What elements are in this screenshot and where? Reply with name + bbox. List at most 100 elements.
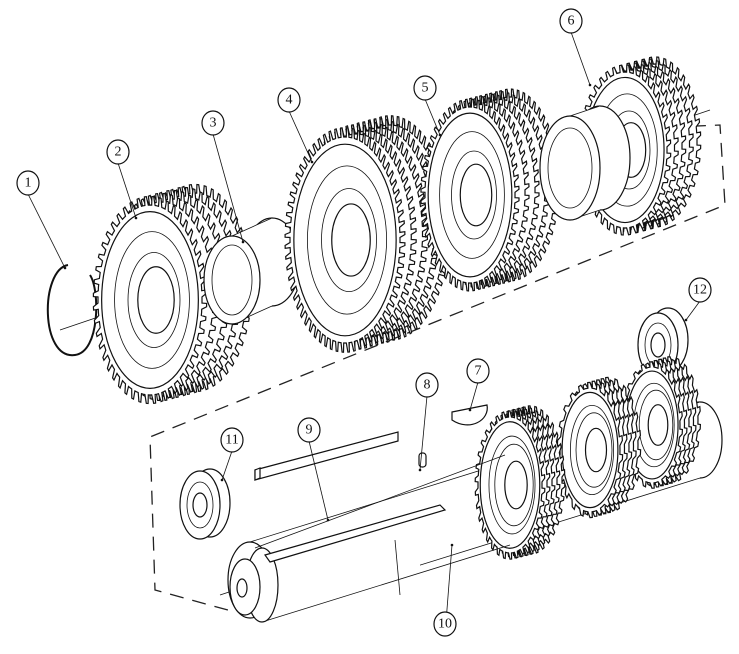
callout-circle xyxy=(559,8,583,34)
hub-bore xyxy=(547,127,593,209)
gear-bore xyxy=(331,203,371,277)
callout-circle xyxy=(220,427,244,453)
spacer-bore xyxy=(211,244,253,316)
leader-dot xyxy=(450,543,454,547)
leader-dot xyxy=(588,83,592,87)
callout-7: 7 xyxy=(466,358,490,384)
gear-4 xyxy=(284,115,451,353)
shaft-body-front xyxy=(245,530,420,625)
cylinder-front xyxy=(539,115,601,221)
bearing-inner xyxy=(192,492,208,518)
gear-ring xyxy=(570,404,615,496)
woodruff-key-7 xyxy=(451,404,488,426)
gear-hub xyxy=(451,150,497,240)
bearing-11 xyxy=(179,468,231,540)
callout-6: 6 xyxy=(559,8,583,34)
shaft-edge xyxy=(254,454,506,549)
shaft-center-hole xyxy=(236,578,248,598)
callout-circle xyxy=(433,611,457,637)
edge xyxy=(569,105,601,117)
callout-label: 1 xyxy=(25,176,32,191)
key-9-end xyxy=(254,467,261,481)
gear-5 xyxy=(420,88,560,292)
leader-line-4 xyxy=(288,110,313,163)
gear-ring xyxy=(439,131,505,259)
gear-hub xyxy=(321,188,377,292)
leader-line-1 xyxy=(27,193,66,269)
edge xyxy=(231,217,273,237)
bearing-balls xyxy=(186,481,214,529)
parts xyxy=(46,56,723,625)
leader-dot xyxy=(326,518,330,522)
callout-1: 1 xyxy=(16,170,40,196)
callout-circle xyxy=(413,75,437,101)
callout-2: 2 xyxy=(106,139,130,165)
leader-dot xyxy=(134,216,138,220)
leader-line-2 xyxy=(117,162,137,219)
callout-8: 8 xyxy=(415,372,439,398)
leader-line-8 xyxy=(419,395,428,471)
callout-circle xyxy=(201,110,225,136)
leader-dot xyxy=(310,160,314,164)
leader-line-6 xyxy=(570,31,591,86)
leader-dot xyxy=(438,133,442,137)
leader-dot xyxy=(220,478,224,482)
leader-dot xyxy=(468,408,472,412)
callout-3: 3 xyxy=(201,110,225,136)
callout-circle xyxy=(16,170,40,196)
callout-label: 4 xyxy=(286,93,293,108)
callout-circle xyxy=(297,417,321,443)
keyway xyxy=(264,504,447,563)
leader-line-9 xyxy=(308,440,329,521)
callout-11: 11 xyxy=(220,427,244,453)
gear-ring xyxy=(488,435,536,535)
leader-dot xyxy=(241,240,245,244)
callout-5: 5 xyxy=(413,75,437,101)
callout-10: 10 xyxy=(433,611,457,637)
cylinder-front xyxy=(203,235,261,325)
callout-label: 7 xyxy=(475,364,482,379)
leader-line-11 xyxy=(221,450,233,481)
callout-label: 12 xyxy=(693,283,707,298)
callout-label: 10 xyxy=(438,617,452,632)
gear-ring xyxy=(114,231,190,369)
callout-label: 8 xyxy=(424,378,431,393)
callout-circle xyxy=(106,139,130,165)
spacer-3 xyxy=(203,217,301,325)
shaft-gear-a xyxy=(474,405,566,560)
key-9 xyxy=(254,431,399,481)
callout-circle xyxy=(466,358,490,384)
bearing-12 xyxy=(637,307,689,378)
shaft-gear-b xyxy=(556,376,642,519)
leader-lines xyxy=(27,31,701,636)
leader-line-3 xyxy=(212,133,244,243)
gear-bore xyxy=(137,266,175,334)
bearing-inner xyxy=(650,332,666,358)
gear-hub xyxy=(575,412,613,488)
callout-9: 9 xyxy=(297,417,321,443)
pin-8 xyxy=(418,452,427,468)
leader-dot xyxy=(418,468,422,472)
hub-6 xyxy=(539,105,631,221)
gear-bore xyxy=(459,163,493,227)
leader-line-5 xyxy=(424,98,441,136)
callout-4: 4 xyxy=(277,87,301,113)
callout-label: 11 xyxy=(225,433,238,448)
retaining-ring xyxy=(46,264,98,357)
gear-2 xyxy=(92,183,253,405)
callout-12: 12 xyxy=(688,277,712,303)
gear-hub xyxy=(127,252,181,348)
shaft-step xyxy=(394,539,401,596)
callout-circle xyxy=(277,87,301,113)
callout-label: 6 xyxy=(568,14,575,29)
gear-bore xyxy=(584,427,608,473)
gear-bore xyxy=(647,404,669,446)
callout-label: 5 xyxy=(422,81,429,96)
leader-line-7 xyxy=(469,381,479,411)
shaft-front-end xyxy=(229,454,511,625)
dashed-boundary xyxy=(149,124,726,613)
callout-label: 2 xyxy=(115,145,122,160)
